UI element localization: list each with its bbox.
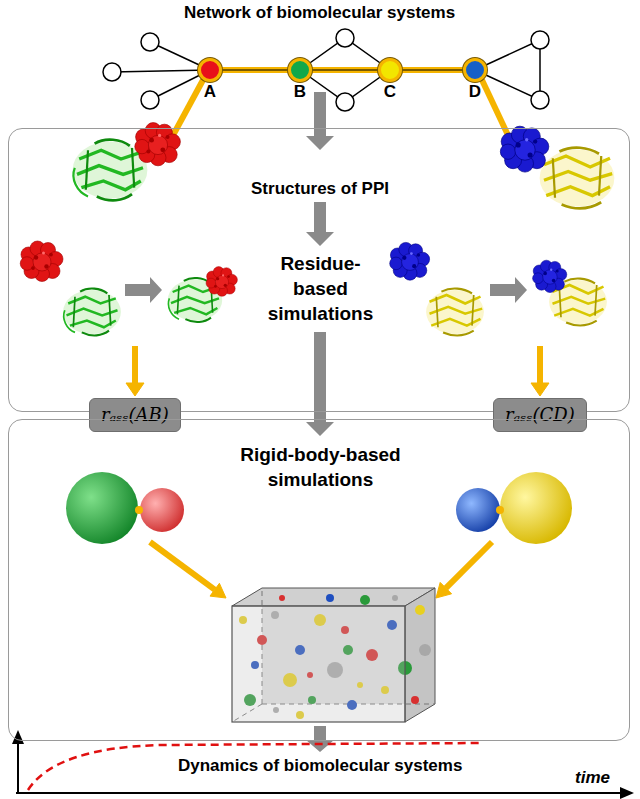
axis-label: time [575,768,610,788]
network-lines [112,38,540,102]
rate-formula: rₐₛₛ(CD) [505,403,575,427]
panel-text: Residue-based simulations [258,251,383,326]
network-node: C [378,58,402,102]
node-circle [463,58,487,82]
network-white-nodes [103,29,549,111]
node-circle [198,58,222,82]
network-node: A [198,58,222,102]
yellow-arrows [126,80,549,598]
panel-heading: Rigid-body-based simulations [228,442,413,492]
diagram-title: Network of biomolecular systems [184,3,455,23]
rate-box: rₐₛₛ(CD) [493,398,587,432]
network-line [222,70,288,71]
protein-structures [20,123,614,336]
stage-panel: Structures of PPI Residue-based simulatio… [8,128,630,412]
node-circle [378,58,402,82]
rate-formula: rₐₛₛ(AB) [101,403,169,427]
network-node: D [463,58,487,102]
node-letter: B [294,82,306,102]
network-node: B [288,58,312,102]
network-line [312,70,378,71]
pathway-link [312,70,378,71]
output-label: Dynamics of biomolecular systems [178,756,462,776]
pathway-line [312,67,378,73]
node-circle [288,58,312,82]
rate-box: rₐₛₛ(AB) [89,398,181,432]
pathway-link [402,70,463,71]
pathway-line [222,67,288,73]
simulation-box [232,588,435,722]
node-letter: A [204,82,216,102]
node-letter: D [469,82,481,102]
stage-panel: Rigid-body-based simulations [8,419,630,741]
pathway-line [402,67,463,73]
network-line [402,70,463,71]
node-letter: C [384,82,396,102]
panel-heading: Structures of PPI [9,179,631,199]
pathway-link [222,70,288,71]
